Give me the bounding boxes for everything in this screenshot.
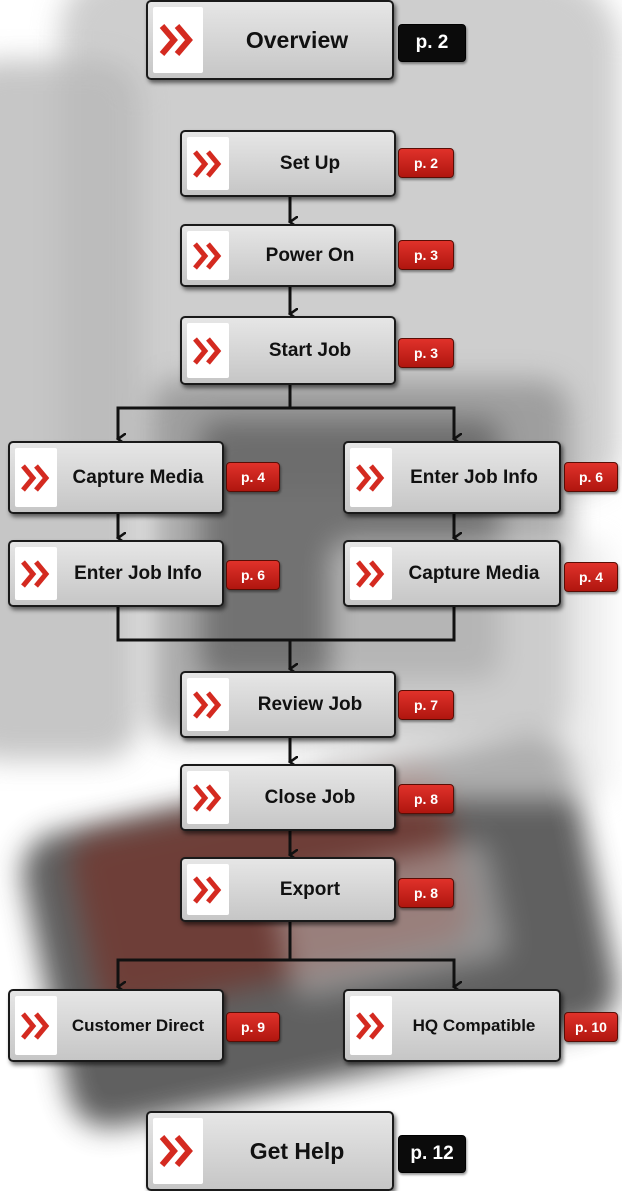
customer-direct-page-badge[interactable]: p. 9 [226,1012,280,1042]
right-capture-media-page-badge[interactable]: p. 4 [564,562,618,592]
double-chevron-right-icon [187,231,229,280]
power-on-button[interactable]: Power On [180,224,396,287]
export-button[interactable]: Export [180,857,396,922]
hq-compatible-label: HQ Compatible [412,1015,536,1035]
export-label: Export [279,878,341,900]
double-chevron-right-icon [15,547,57,600]
setup-page-badge[interactable]: p. 2 [398,148,454,178]
left-capture-media-page-badge[interactable]: p. 4 [226,462,280,492]
double-chevron-right-icon [153,7,203,73]
setup-button[interactable]: Set Up [180,130,396,197]
double-chevron-right-icon [15,996,57,1055]
get-help-label: Get Help [249,1137,345,1164]
left-enter-job-info-button[interactable]: Enter Job Info [8,540,224,607]
left-enter-job-info-label: Enter Job Info [74,562,202,584]
get-help-button[interactable]: Get Help [146,1111,394,1191]
double-chevron-right-icon [350,448,392,507]
left-capture-media-label: Capture Media [72,466,204,488]
double-chevron-right-icon [153,1118,203,1184]
right-enter-job-info-label: Enter Job Info [410,466,538,488]
double-chevron-right-icon [187,864,229,915]
review-job-button[interactable]: Review Job [180,671,396,738]
setup-label: Set Up [279,152,341,174]
double-chevron-right-icon [187,678,229,731]
hq-compatible-button[interactable]: HQ Compatible [343,989,561,1062]
overview-button[interactable]: Overview [146,0,394,80]
start-job-label: Start Job [268,339,352,361]
close-job-button[interactable]: Close Job [180,764,396,831]
close-job-label: Close Job [264,786,356,808]
review-job-label: Review Job [257,693,363,715]
review-job-page-badge[interactable]: p. 7 [398,690,454,720]
right-enter-job-info-button[interactable]: Enter Job Info [343,441,561,514]
double-chevron-right-icon [187,137,229,190]
right-enter-job-info-page-badge[interactable]: p. 6 [564,462,618,492]
overview-label: Overview [245,26,349,53]
customer-direct-button[interactable]: Customer Direct [8,989,224,1062]
power-on-page-badge[interactable]: p. 3 [398,240,454,270]
export-page-badge[interactable]: p. 8 [398,878,454,908]
double-chevron-right-icon [187,771,229,824]
customer-direct-label: Customer Direct [71,1015,205,1035]
overview-page-badge[interactable]: p. 2 [398,24,466,62]
right-capture-media-button[interactable]: Capture Media [343,540,561,607]
get-help-page-badge[interactable]: p. 12 [398,1135,466,1173]
double-chevron-right-icon [187,323,229,378]
power-on-label: Power On [265,244,355,266]
double-chevron-right-icon [15,448,57,507]
left-capture-media-button[interactable]: Capture Media [8,441,224,514]
close-job-page-badge[interactable]: p. 8 [398,784,454,814]
start-job-button[interactable]: Start Job [180,316,396,385]
hq-compatible-page-badge[interactable]: p. 10 [564,1012,618,1042]
double-chevron-right-icon [350,996,392,1055]
left-enter-job-info-page-badge[interactable]: p. 6 [226,560,280,590]
right-capture-media-label: Capture Media [408,562,540,584]
start-job-page-badge[interactable]: p. 3 [398,338,454,368]
double-chevron-right-icon [350,547,392,600]
